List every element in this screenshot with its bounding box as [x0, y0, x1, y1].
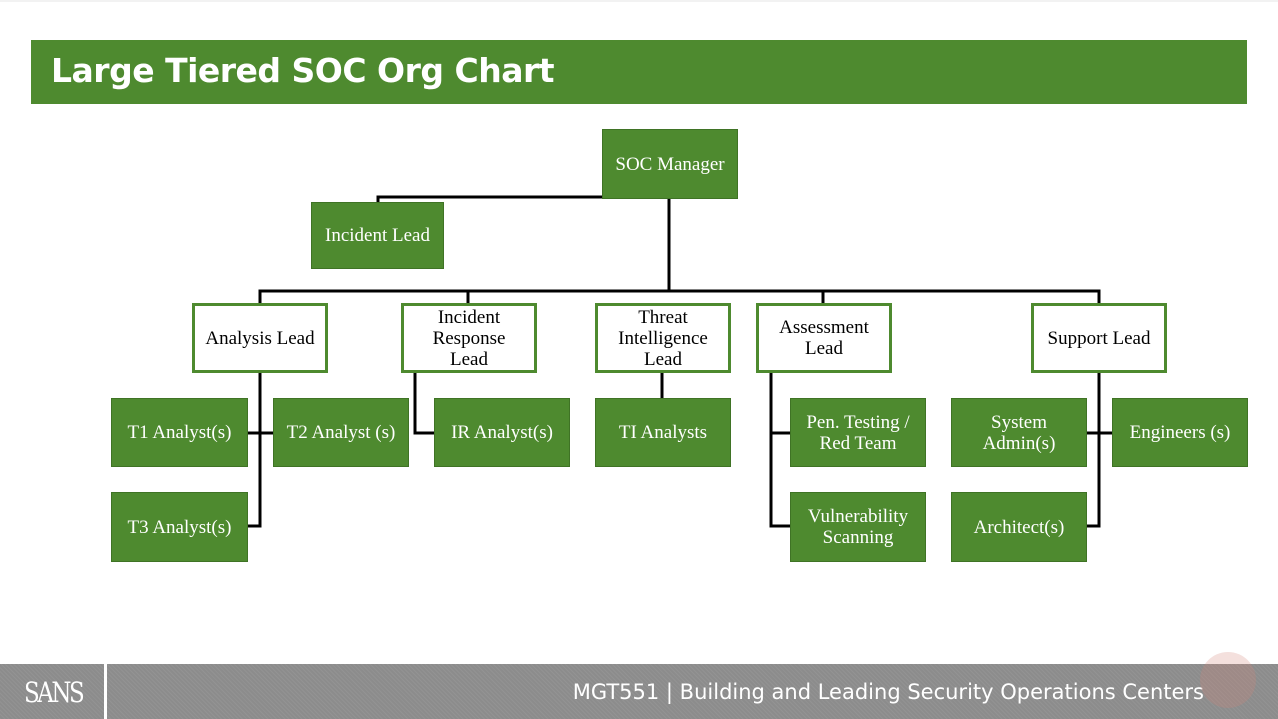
- engineers-label: Engineers (s): [1129, 422, 1231, 443]
- support-lead-label: Support Lead: [1047, 327, 1151, 349]
- ti-analysts-label: TI Analysts: [618, 422, 708, 443]
- incident-response-lead-label: Incident Response Lead: [432, 306, 506, 370]
- ti-analysts-box: TI Analysts: [595, 398, 731, 467]
- analysis-lead-box: Analysis Lead: [192, 303, 328, 373]
- system-admin-label: System Admin(s): [982, 411, 1056, 454]
- footer-bar: SANS MGT551 | Building and Leading Secur…: [0, 652, 1278, 719]
- t2-analyst-box: T2 Analyst (s): [273, 398, 409, 467]
- assessment-lead-box: Assessment Lead: [756, 303, 892, 373]
- threat-intelligence-lead-label: Threat Intelligence Lead: [618, 306, 708, 370]
- watermark-logo-icon: [1200, 652, 1256, 708]
- incident-lead-box: Incident Lead: [311, 202, 444, 269]
- soc-manager-box: SOC Manager: [602, 129, 738, 199]
- analysis-lead-label: Analysis Lead: [205, 327, 315, 349]
- course-title: MGT551 | Building and Leading Security O…: [572, 680, 1204, 704]
- assessment-lead-label: Assessment Lead: [779, 317, 869, 359]
- t1-analyst-label: T1 Analyst(s): [127, 422, 232, 443]
- footer-divider: [104, 664, 107, 719]
- title-bar: Large Tiered SOC Org Chart: [31, 40, 1247, 104]
- slide-title: Large Tiered SOC Org Chart: [51, 51, 555, 90]
- support-lead-box: Support Lead: [1031, 303, 1167, 373]
- soc-manager-label: SOC Manager: [615, 153, 725, 175]
- vulnerability-scanning-box: Vulnerability Scanning: [790, 492, 926, 562]
- ir-analyst-box: IR Analyst(s): [434, 398, 570, 467]
- ir-analyst-label: IR Analyst(s): [451, 422, 553, 443]
- architect-label: Architect(s): [973, 516, 1065, 538]
- incident-response-lead-box: Incident Response Lead: [401, 303, 537, 373]
- sans-logo: SANS: [24, 676, 85, 709]
- pen-testing-label: Pen. Testing / Red Team: [806, 411, 910, 454]
- vulnerability-scanning-label: Vulnerability Scanning: [807, 506, 909, 548]
- threat-intelligence-lead-box: Threat Intelligence Lead: [595, 303, 731, 373]
- t1-analyst-box: T1 Analyst(s): [111, 398, 248, 467]
- engineers-box: Engineers (s): [1112, 398, 1248, 467]
- top-edge-line: [0, 0, 1278, 2]
- system-admin-box: System Admin(s): [951, 398, 1087, 467]
- t2-analyst-label: T2 Analyst (s): [286, 422, 396, 443]
- t3-analyst-label: T3 Analyst(s): [127, 516, 232, 538]
- pen-testing-box: Pen. Testing / Red Team: [790, 398, 926, 467]
- architect-box: Architect(s): [951, 492, 1087, 562]
- t3-analyst-box: T3 Analyst(s): [111, 492, 248, 562]
- incident-lead-label: Incident Lead: [325, 225, 430, 246]
